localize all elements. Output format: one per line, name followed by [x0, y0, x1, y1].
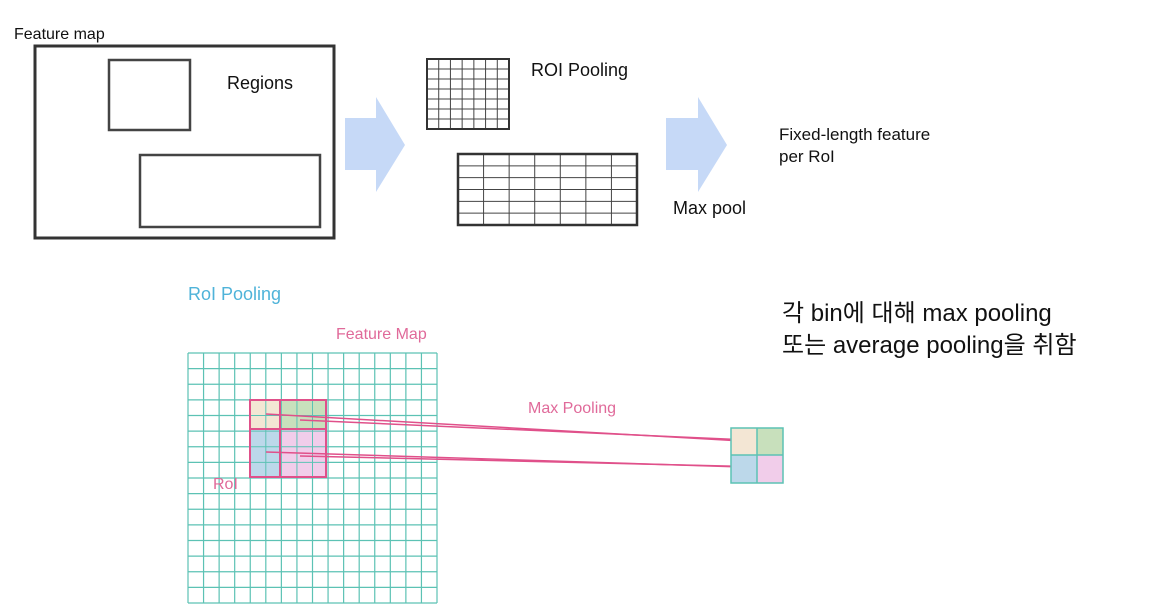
pool-arrow-2 — [299, 419, 771, 442]
note-line2: 또는 average pooling을 취함 — [782, 332, 1077, 359]
korean-note: 각 bin에 대해 max pooling 또는 average pooling… — [782, 298, 1077, 362]
pool-arrow-4 — [299, 455, 771, 468]
region-box-small — [107, 58, 192, 132]
feature-map-grid — [187, 352, 438, 604]
arrow-2-icon — [666, 97, 727, 192]
output-label-line2: per RoI — [779, 147, 835, 166]
grid-border — [456, 152, 639, 227]
roi-outline — [249, 399, 327, 478]
feature-map-grid-label: Feature Map — [336, 326, 427, 343]
roi-border — [249, 399, 327, 478]
arrow-1-icon — [345, 97, 405, 192]
output-feature-label: Fixed-length feature per RoI — [779, 124, 930, 168]
roi-pooling-grid-small — [426, 58, 510, 130]
max-pooling-label: Max Pooling — [528, 400, 617, 417]
roi-bins — [250, 400, 326, 477]
output-label-line1: Fixed-length feature — [779, 125, 931, 144]
output-cell-top-left — [731, 428, 757, 455]
grid-border — [426, 58, 510, 130]
output-cell-top-right — [757, 428, 783, 455]
max-pool-label: Max pool — [673, 198, 747, 218]
note-line1: 각 bin에 대해 max pooling — [782, 300, 1052, 327]
roi-label: RoI — [213, 476, 238, 493]
roi-pooling-label: ROI Pooling — [531, 60, 629, 80]
output-cell-bottom-left — [731, 455, 757, 483]
pooled-output — [730, 427, 784, 484]
regions-label: Regions — [227, 73, 294, 93]
output-cell-bottom-right — [757, 455, 783, 483]
region-box-large — [138, 153, 322, 229]
roi-pooling-title: RoI Pooling — [188, 284, 282, 304]
feature-map-label: Feature map — [14, 26, 105, 43]
max-pool-grid-wide — [456, 152, 639, 227]
feature-map-box — [33, 44, 336, 240]
